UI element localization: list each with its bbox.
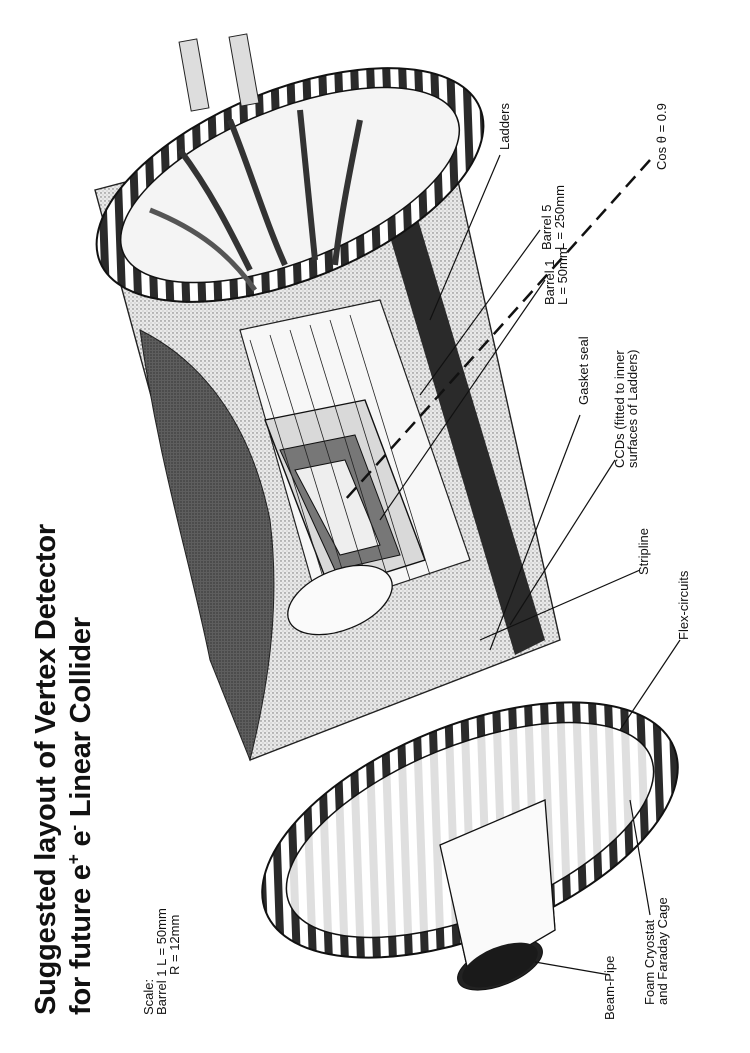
title-line-1: Suggested layout of Vertex Detector — [30, 524, 62, 1015]
label-foam-cryostat: Foam Cryostat and Faraday Cage — [642, 897, 670, 1005]
label-cos-theta: Cos θ = 0.9 — [654, 103, 669, 170]
foam-line-2: and Faraday Cage — [655, 897, 670, 1005]
label-gasket-seal: Gasket seal — [576, 336, 591, 405]
top-end-ring — [95, 33, 485, 303]
title-line-2-mid: e — [65, 830, 97, 855]
label-barrel-1: Barrel 1 L = 50mm — [542, 247, 570, 305]
scale-block: Scale: Barrel 1 L = 50mm R = 12mm — [141, 908, 182, 1015]
title-sup-minus: - — [63, 824, 84, 831]
leader-lines — [379, 154, 681, 976]
bottom-end-ring — [261, 701, 679, 988]
ccds-line-2: surfaces of Ladders) — [625, 349, 640, 468]
figure-title: Suggested layout of Vertex Detector for … — [30, 524, 97, 1015]
title-line-2-suffix: Linear Collider — [65, 617, 97, 825]
inner-barrels — [239, 299, 471, 636]
label-stripline: Stripline — [636, 528, 651, 575]
label-ccds: CCDs (fitted to inner surfaces of Ladder… — [612, 349, 640, 468]
barrel-5-length: L = 250mm — [552, 185, 567, 250]
label-flex-circuits: Flex-circuits — [676, 570, 691, 640]
label-ladders: Ladders — [497, 103, 512, 150]
title-sup-plus: + — [63, 854, 84, 865]
label-barrel-5: Barrel 5 L = 250mm — [539, 185, 567, 250]
title-line-2-prefix: for future e — [65, 864, 97, 1015]
title-line-2: for future e+ e- Linear Collider — [63, 524, 97, 1015]
cos-theta-line — [344, 159, 651, 501]
label-beam-pipe: Beam-Pipe — [602, 955, 617, 1020]
scale-radius: R = 12mm — [167, 914, 182, 975]
barrel-1-length: L = 50mm — [555, 247, 570, 305]
